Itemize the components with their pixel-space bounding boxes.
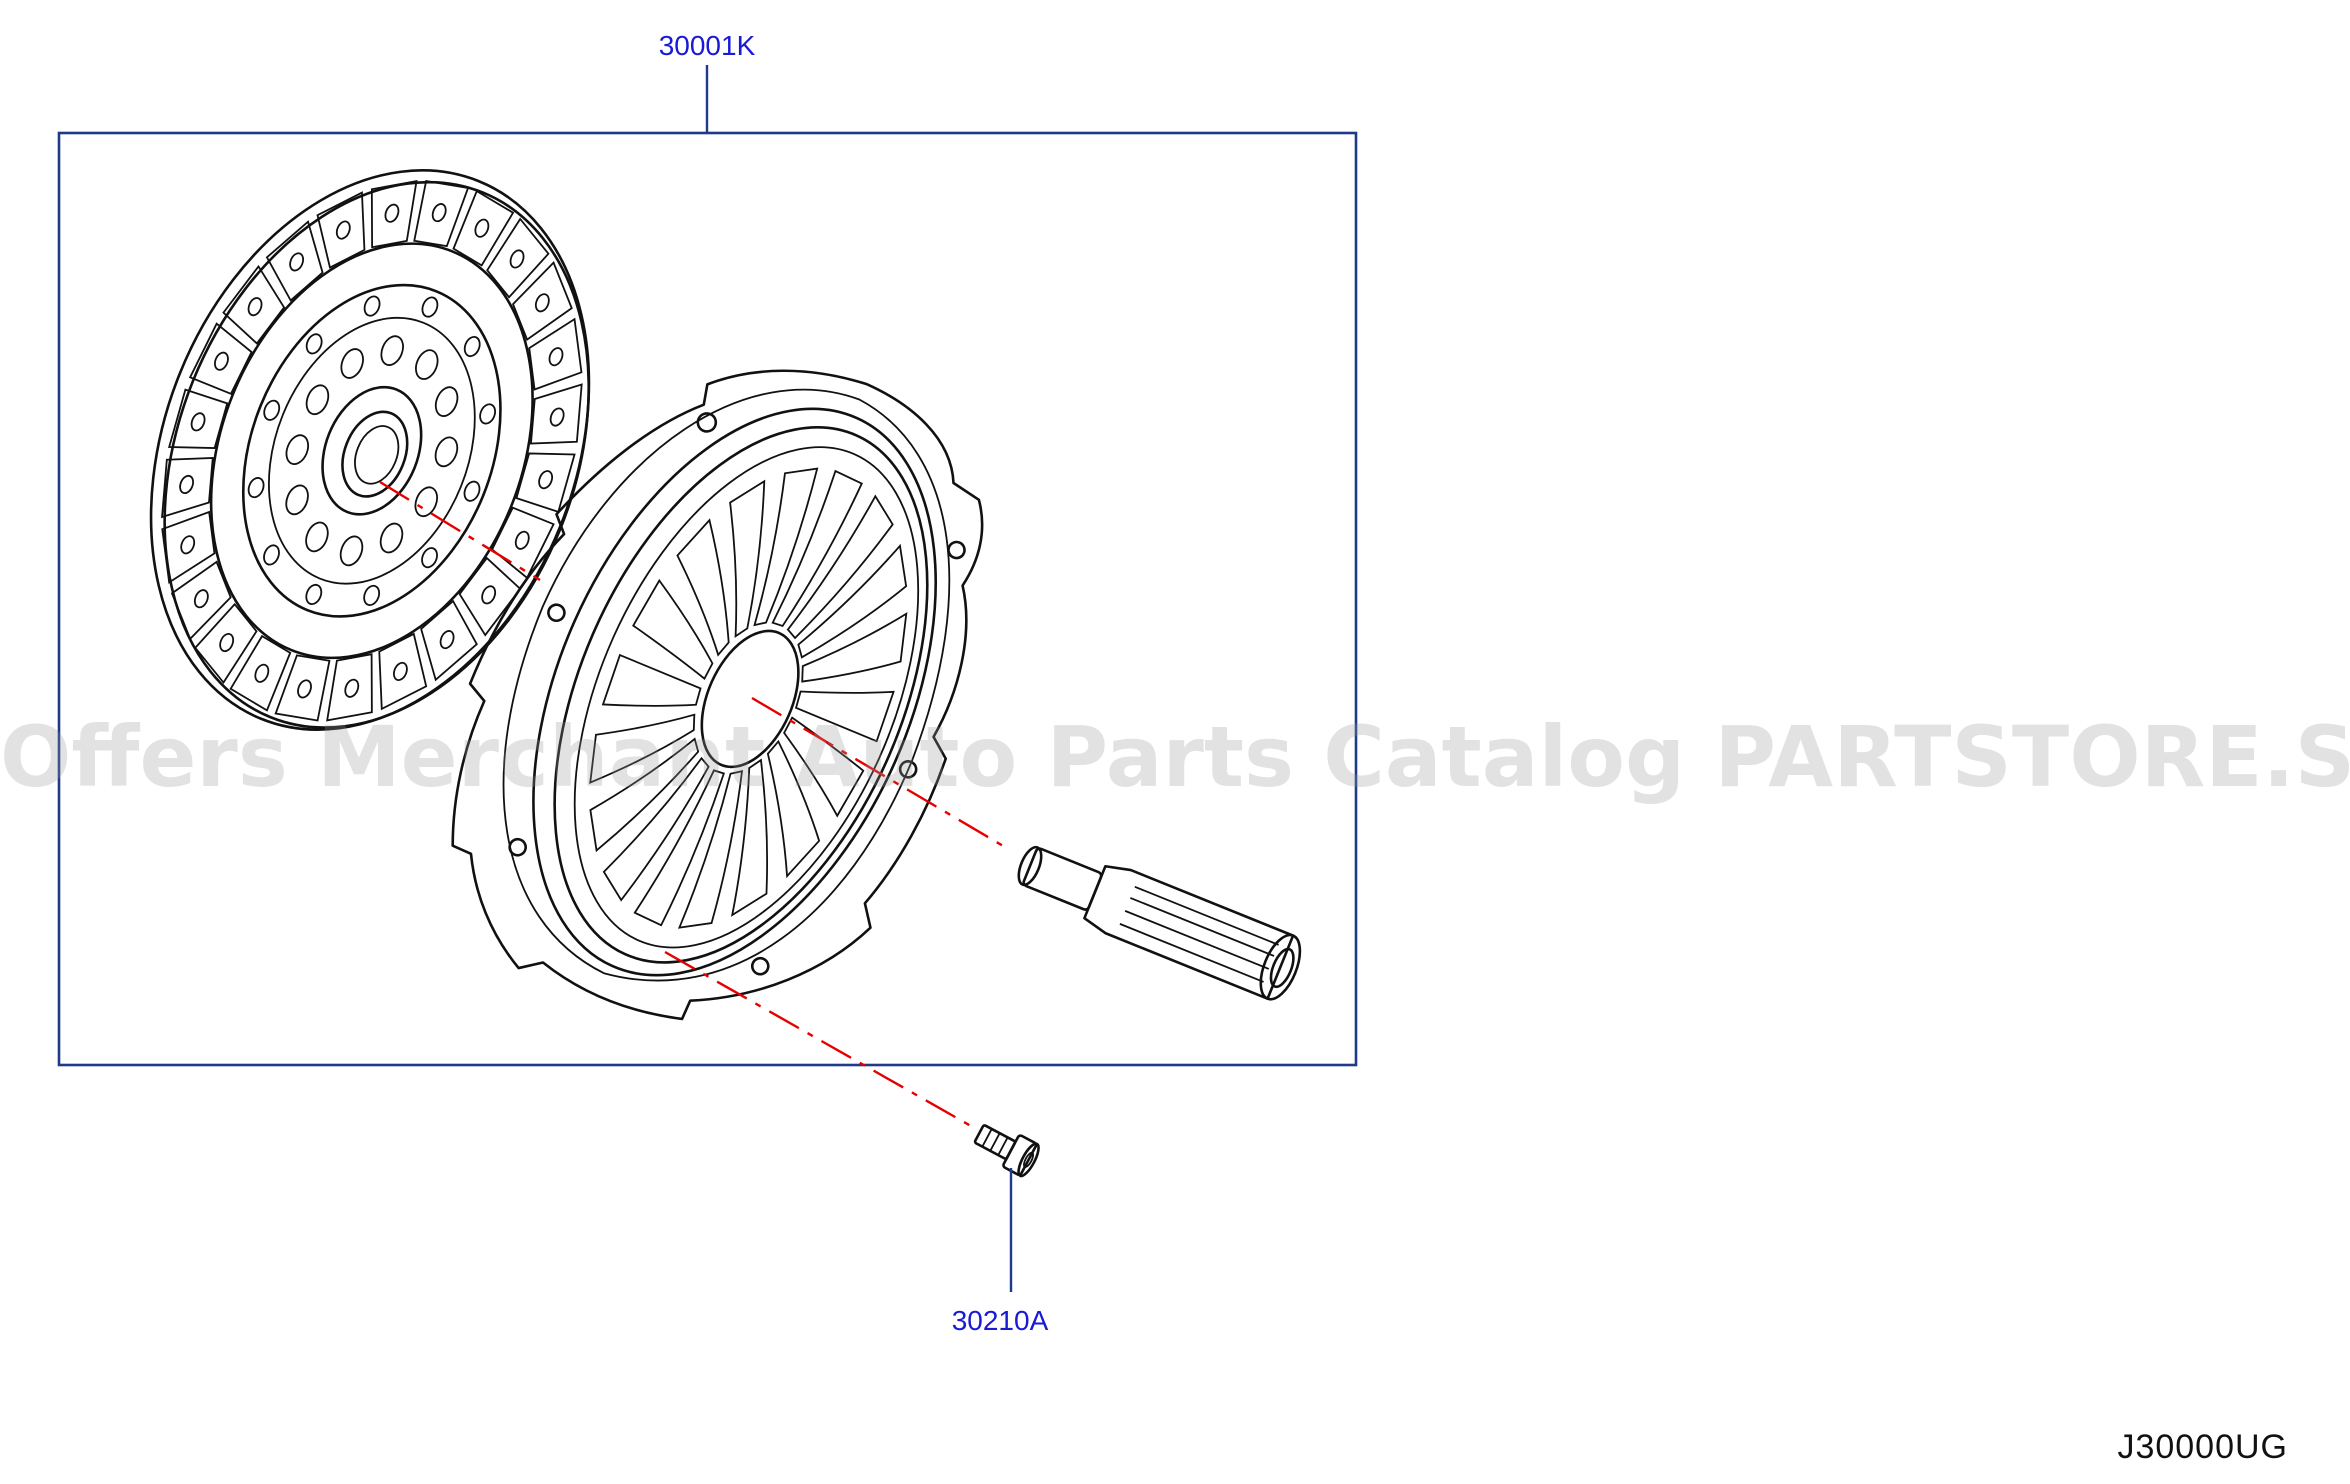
bolt-icon <box>973 1124 1040 1178</box>
pressure-plate-icon <box>451 369 984 1021</box>
alignment-shaft-icon <box>1017 845 1302 1001</box>
diagram-code: J30000UG <box>2117 1428 2288 1466</box>
callout-30210A[interactable]: 30210A <box>952 1305 1049 1336</box>
center-line-bolt <box>664 950 979 1132</box>
center-line-disc <box>379 480 541 582</box>
center-line-shaft <box>751 696 1011 852</box>
clutch-disc-icon <box>149 169 591 731</box>
callout-30001K[interactable]: 30001K <box>659 30 756 61</box>
